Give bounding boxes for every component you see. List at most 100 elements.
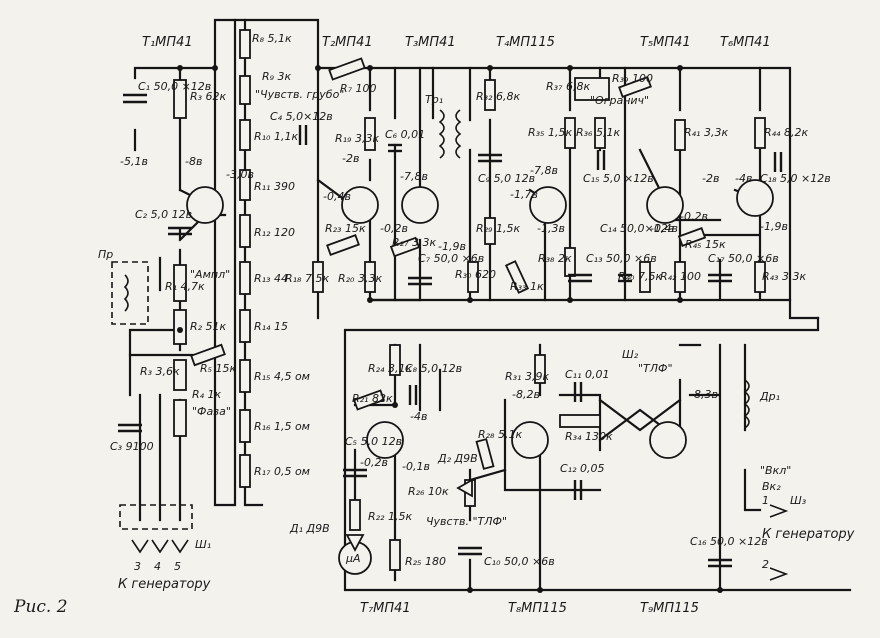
transistor-t9 <box>649 421 687 459</box>
label-r32: R₃₂ 6,8к <box>476 90 520 103</box>
label-r21: R₂₁ 82к <box>352 392 393 405</box>
label-t1: T₁МП41 <box>142 35 193 50</box>
transformer-tr1 <box>438 109 462 159</box>
voltage-label: -8в <box>185 155 202 168</box>
label-r34: R₃₄ 130к <box>565 430 613 443</box>
label-r5: R₅ 15к <box>200 362 237 375</box>
label-r27: R₂₇ 3,3к <box>392 236 436 249</box>
transistor-t1 <box>186 186 224 224</box>
transistor-t5 <box>646 186 684 224</box>
voltage-label: -5,1в <box>120 155 148 168</box>
label-r36: R₃₆ 5,1к <box>576 126 620 139</box>
label-r33: R₃₃ 1к <box>510 280 544 293</box>
transistor-t7 <box>366 421 404 459</box>
label-r22: R₂₂ 1,5к <box>368 510 412 523</box>
label-faza: "Фаза" <box>192 405 231 418</box>
label-r24: R₂₄ 3,1к <box>368 362 412 375</box>
label-c6: C₆ 0,01 <box>385 128 425 141</box>
diode-d2 <box>456 478 473 498</box>
label-r2: R₂ 51к <box>190 320 227 333</box>
control-labels: "Чувств. грубо" "Ампл" "Фаза" "Огранич" … <box>190 88 791 528</box>
label-r40: R₄₀ 7,5к <box>618 270 662 283</box>
label-r35: R₃₅ 1,5к <box>528 126 572 139</box>
transistor-t3 <box>401 186 439 224</box>
transistor-t4 <box>529 186 567 224</box>
label-d1: Д₁ Д9В <box>289 522 330 535</box>
label-r20: R₂₀ 3,3к <box>338 272 382 285</box>
transistor-symbols <box>186 179 774 459</box>
label-c3: C₃ 9100 <box>110 440 154 453</box>
label-dr1: Др₁ <box>759 390 780 403</box>
label-c2: C₂ 5,0 12в <box>135 208 192 221</box>
capacitor-symbols <box>118 93 783 568</box>
label-r16: R₁₆ 1,5 ом <box>254 420 310 433</box>
resistor-labels: R₁ 4,7к R₂ 51к R₃ 62к R₃ 3,6к R₄ 1к R₅ 1… <box>140 32 808 568</box>
label-c9: C₉ 5,0 12в <box>478 172 535 185</box>
voltage-label: -0,1в <box>402 460 430 473</box>
label-r29: R₂₉ 1,5к <box>476 222 520 235</box>
label-r37: R₃₇ 6,8к <box>546 80 590 93</box>
label-r25: R₂₅ 180 <box>405 555 446 568</box>
label-sh2: Ш₂ <box>622 348 639 361</box>
label-r39: R₃₉ 100 <box>612 72 653 85</box>
label-r14: R₁₄ 15 <box>254 320 288 333</box>
label-sh3: Ш₃ <box>790 494 807 507</box>
label-r43: R₄₃ 3,3к <box>762 270 806 283</box>
connector-sh1-box <box>119 504 193 554</box>
label-sh1: Ш₁ <box>195 538 211 551</box>
label-c18: C₁₈ 5,0 ×12в <box>760 172 831 185</box>
voltage-label: -0,2в <box>680 210 708 223</box>
label-t9: T₉МП115 <box>640 601 699 616</box>
label-vk2: Вк₂ <box>762 480 781 493</box>
label-r23: R₂₃ 15к <box>325 222 366 235</box>
capacitor-labels: C₁ 50,0 ×12в C₂ 5,0 12в C₃ 9100 C₄ 5,0×1… <box>110 80 831 568</box>
voltage-label: -4в <box>735 172 752 185</box>
connector-sh3 <box>769 504 789 581</box>
label-c17: C₁₇ 50,0 ×6в <box>708 252 779 265</box>
label-vkl: "Вкл" <box>760 464 791 477</box>
transistor-t6 <box>736 179 774 217</box>
transistor-labels: T₁МП41 T₂МП41 T₃МП41 T₄МП115 T₅МП41 T₆МП… <box>142 35 771 616</box>
label-chuvst-grubo: "Чувств. грубо" <box>255 88 344 101</box>
label-to-generator-right: К генератору <box>762 527 855 542</box>
label-c13: C₁₃ 50,0 ×6в <box>586 252 657 265</box>
label-c14: C₁₄ 50,0×12в <box>600 222 674 235</box>
choke-dr1 <box>743 379 750 429</box>
pin-label: 1 <box>762 494 769 507</box>
voltage-label: -2в <box>342 152 359 165</box>
label-c10: C₁₀ 50,0 ×6в <box>484 555 555 568</box>
voltage-label: -0,2в <box>360 456 388 469</box>
label-c16: C₁₆ 50,0 ×12в <box>690 535 768 548</box>
label-r9: R₉ 3к <box>262 70 292 83</box>
label-t5: T₅МП41 <box>640 35 691 50</box>
label-r1: R₁ 4,7к <box>165 280 205 293</box>
label-c15: C₁₅ 5,0 ×12в <box>583 172 654 185</box>
label-ogranich: "Огранич" <box>590 94 649 107</box>
label-c1: C₁ 50,0 ×12в <box>138 80 211 93</box>
label-r28: R₂₈ 5,1к <box>478 428 522 441</box>
label-r15: R₁₅ 4,5 ом <box>254 370 310 383</box>
voltage-label: -8,2в <box>512 388 540 401</box>
junction-dots <box>177 65 723 593</box>
voltage-label: -1,3в <box>537 222 565 235</box>
pin-label: 4 <box>154 560 161 573</box>
connector-labels: К генератору К генератору 3 4 5 1 2 <box>118 494 855 592</box>
label-r7: R₇ 100 <box>340 82 377 95</box>
label-c11: C₁₁ 0,01 <box>565 368 610 381</box>
transistor-t8 <box>511 421 549 459</box>
pin-label: 3 <box>134 560 141 573</box>
voltage-label: -0,4в <box>323 190 351 203</box>
label-r12: R₁₂ 120 <box>254 226 295 239</box>
voltage-labels: -5,1в -8в -3,0в -2в -0,4в -7,8в -0,2в -1… <box>120 152 788 473</box>
label-r42: R₄₂ 100 <box>660 270 701 283</box>
label-r17: R₁₇ 0,5 ом <box>254 465 310 478</box>
label-r3: R₃ 62к <box>190 90 227 103</box>
voltage-label: -8,3в <box>690 388 718 401</box>
label-c4: C₄ 5,0×12в <box>270 110 333 123</box>
label-r11: R₁₁ 390 <box>254 180 295 193</box>
label-t8: T₈МП115 <box>508 601 567 616</box>
label-ampl: "Ампл" <box>190 268 230 281</box>
label-tr1: Tp₁ <box>425 93 443 106</box>
voltage-label: -7,8в <box>530 164 558 177</box>
